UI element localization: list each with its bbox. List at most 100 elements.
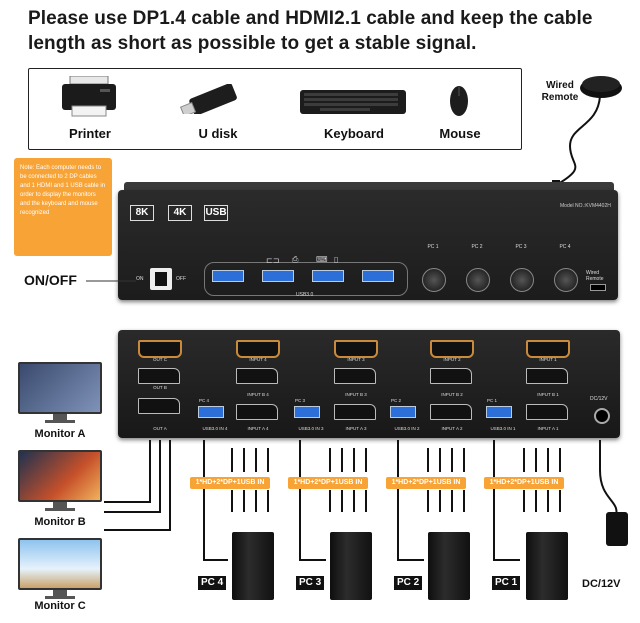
front-usb-port-2[interactable] bbox=[262, 270, 294, 282]
power-switch[interactable] bbox=[150, 268, 172, 290]
out-c-hdmi-port[interactable] bbox=[138, 340, 182, 358]
keyboard-small-icon: ⌨ bbox=[316, 255, 328, 264]
pc2-dp-a-port[interactable] bbox=[430, 404, 472, 420]
out-b-label: OUT B bbox=[153, 385, 167, 390]
pc3-label: PC 3 bbox=[296, 576, 325, 590]
pc4-dp-a-label: INPUT A 4 bbox=[247, 426, 269, 431]
pc3-hdmi-port[interactable] bbox=[334, 340, 378, 358]
pc4-dp-a-port[interactable] bbox=[236, 404, 278, 420]
monitor-c-stand bbox=[53, 590, 67, 596]
pc-button-label-1: PC 1 bbox=[427, 244, 439, 250]
pc3-usb-port[interactable] bbox=[294, 406, 320, 418]
pc2-usb-port[interactable] bbox=[390, 406, 416, 418]
pc4-tower-icon bbox=[232, 532, 274, 600]
pc1-dp-a-port[interactable] bbox=[526, 404, 568, 420]
keyboard-icon bbox=[300, 88, 406, 121]
out-c-label: OUT C bbox=[153, 357, 167, 362]
headline: Please use DP1.4 cable and HDMI2.1 cable… bbox=[28, 8, 593, 54]
pc3-dp-b-label: INPUT B 3 bbox=[345, 392, 367, 397]
monitor-a-base bbox=[45, 420, 75, 423]
pc4-label: PC 4 bbox=[198, 576, 227, 590]
cable-tag-pc2: 1*HD+2*DP+1USB IN bbox=[386, 477, 466, 489]
pc3-dp-a-port[interactable] bbox=[334, 404, 376, 420]
wired-remote-icon bbox=[578, 70, 624, 105]
switch-off-label: OFF bbox=[176, 276, 186, 282]
pc-button-2[interactable] bbox=[466, 268, 490, 292]
pc1-dp-b-port[interactable] bbox=[526, 368, 568, 384]
out-a-dp-port[interactable] bbox=[138, 398, 180, 414]
pc3-dp-b-port[interactable] bbox=[334, 368, 376, 384]
pc1-tower-icon bbox=[526, 532, 568, 600]
pc4-usb-in-label: USB3.0 IN 4 bbox=[202, 426, 228, 431]
pc4-usb-label: PC 4 bbox=[198, 398, 209, 403]
badge-8k: 8K bbox=[130, 205, 154, 221]
pc1-usb-in-label: USB3.0 IN 1 bbox=[490, 426, 516, 431]
usb-panel bbox=[204, 262, 408, 296]
remote-label-line1: Wired bbox=[546, 80, 574, 91]
cable-tag-pc3: 1*HD+2*DP+1USB IN bbox=[288, 477, 368, 489]
pc1-dp-a-label: INPUT A 1 bbox=[537, 426, 559, 431]
pc4-dp-b-label: INPUT B 4 bbox=[247, 392, 269, 397]
cable-tag-pc4: 1*HD+2*DP+1USB IN bbox=[190, 477, 270, 489]
pc2-dp-b-port[interactable] bbox=[430, 368, 472, 384]
pc4-hdmi-port[interactable] bbox=[236, 340, 280, 358]
pc-button-label-3: PC 3 bbox=[515, 244, 527, 250]
note-box: Note: Each computer needs to be connecte… bbox=[14, 158, 112, 256]
mouse-small-icon: ▯ bbox=[334, 255, 339, 264]
keyboard-label: Keyboard bbox=[324, 126, 384, 141]
power-adapter-label: DC/12V bbox=[582, 578, 621, 590]
pc2-usb-label: PC 2 bbox=[390, 398, 401, 403]
monitor-b-stand bbox=[53, 502, 67, 508]
pc1-dp-b-label: INPUT B 1 bbox=[537, 392, 559, 397]
badge-usb: USB bbox=[204, 205, 228, 221]
pc3-hdmi-label: INPUT 3 bbox=[347, 357, 365, 362]
badge-4k: 4K bbox=[168, 205, 192, 221]
pc4-usb-port[interactable] bbox=[198, 406, 224, 418]
pc2-dp-a-label: INPUT A 2 bbox=[441, 426, 463, 431]
remote-port[interactable] bbox=[590, 284, 606, 291]
front-usb-port-4[interactable] bbox=[362, 270, 394, 282]
monitor-b-base bbox=[45, 508, 75, 511]
pc-button-4[interactable] bbox=[554, 268, 578, 292]
out-b-dp-port[interactable] bbox=[138, 368, 180, 384]
dc-power-port[interactable] bbox=[594, 408, 610, 424]
pc-button-1[interactable] bbox=[422, 268, 446, 292]
back-dc-label: DC/12V bbox=[590, 396, 608, 402]
cable-tag-pc1: 1*HD+2*DP+1USB IN bbox=[484, 477, 564, 489]
printer-icon bbox=[60, 75, 118, 123]
pc2-dp-b-label: INPUT B 2 bbox=[441, 392, 463, 397]
usb-drive-icon bbox=[178, 83, 250, 119]
onoff-label: ON/OFF bbox=[24, 272, 77, 288]
onoff-pointer bbox=[86, 280, 136, 282]
front-usb-port-3[interactable] bbox=[312, 270, 344, 282]
pc-button-label-4: PC 4 bbox=[559, 244, 571, 250]
remote-port-label: Wired Remote bbox=[586, 270, 604, 282]
model-number: Model NO.:KVM4402H bbox=[560, 203, 611, 209]
pc2-label: PC 2 bbox=[394, 576, 423, 590]
printer-label: Printer bbox=[69, 126, 111, 141]
pc4-hdmi-label: INPUT 4 bbox=[249, 357, 267, 362]
pc1-hdmi-label: INPUT 1 bbox=[539, 357, 557, 362]
pc1-usb-port[interactable] bbox=[486, 406, 512, 418]
pc2-hdmi-port[interactable] bbox=[430, 340, 474, 358]
pc-button-label-2: PC 2 bbox=[471, 244, 483, 250]
usb-disk-label: U disk bbox=[198, 126, 238, 141]
monitor-b-screen bbox=[18, 450, 102, 502]
pc1-hdmi-port[interactable] bbox=[526, 340, 570, 358]
front-usb-port-1[interactable] bbox=[212, 270, 244, 282]
pc-button-3[interactable] bbox=[510, 268, 534, 292]
monitor-a-label: Monitor A bbox=[34, 428, 86, 440]
mouse-label: Mouse bbox=[439, 126, 481, 141]
pc2-tower-icon bbox=[428, 532, 470, 600]
mouse-icon bbox=[448, 82, 470, 123]
pc1-usb-label: PC 1 bbox=[486, 398, 497, 403]
kvm-front-top bbox=[124, 182, 614, 192]
pc2-hdmi-label: INPUT 2 bbox=[443, 357, 461, 362]
pc3-tower-icon bbox=[330, 532, 372, 600]
pc4-dp-b-port[interactable] bbox=[236, 368, 278, 384]
monitor-a-stand bbox=[53, 414, 67, 420]
monitor-c-base bbox=[45, 596, 75, 599]
power-adapter-icon bbox=[606, 512, 628, 546]
printer-small-icon: ⎙ bbox=[292, 255, 299, 264]
